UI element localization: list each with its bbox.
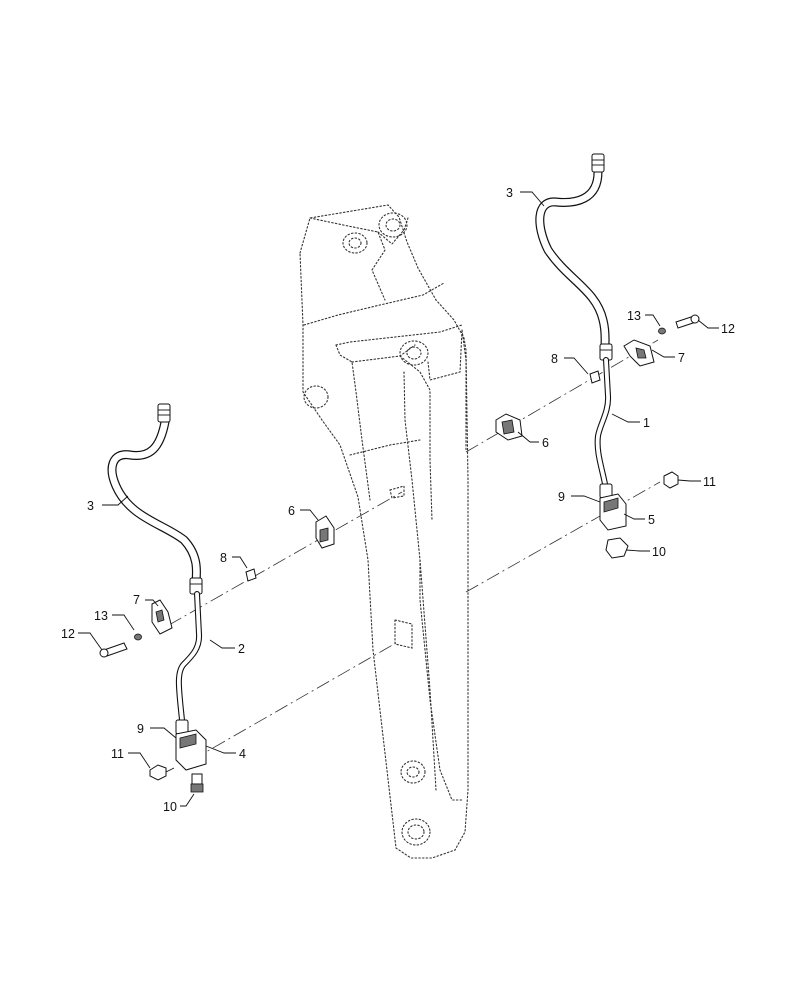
right-hose-assembly — [495, 153, 700, 559]
callout-left-8: 8 — [220, 551, 227, 565]
callout-left-2: 2 — [238, 642, 245, 656]
callout-left-11: 11 — [111, 747, 124, 761]
callout-left-10: 10 — [163, 800, 177, 814]
callout-left-9: 9 — [137, 722, 144, 736]
leader-lines — [78, 191, 719, 807]
callout-right-13: 13 — [627, 309, 641, 323]
callout-right-8: 8 — [551, 352, 558, 366]
centerlines — [168, 339, 661, 761]
callout-left-4: 4 — [239, 747, 246, 761]
boom-outline — [299, 204, 469, 859]
callout-left-7: 7 — [133, 593, 140, 607]
callout-left-3: 3 — [87, 499, 94, 513]
callout-right-5: 5 — [648, 513, 655, 527]
callout-right-7: 7 — [678, 351, 685, 365]
callout-left-6: 6 — [288, 504, 295, 518]
callout-left-13: 13 — [94, 609, 108, 623]
left-hose-assembly — [99, 403, 335, 793]
callout-right-6: 6 — [542, 436, 549, 450]
callout-right-9: 9 — [558, 490, 565, 504]
callout-right-11: 11 — [703, 475, 716, 489]
callout-labels: 3 7 13 12 8 2 6 9 4 11 10 3 13 12 8 7 1 … — [61, 186, 735, 814]
callout-right-10: 10 — [652, 545, 666, 559]
callout-right-3: 3 — [506, 186, 513, 200]
callout-left-12: 12 — [61, 627, 75, 641]
callout-right-1: 1 — [643, 416, 650, 430]
callout-right-12: 12 — [721, 322, 735, 336]
